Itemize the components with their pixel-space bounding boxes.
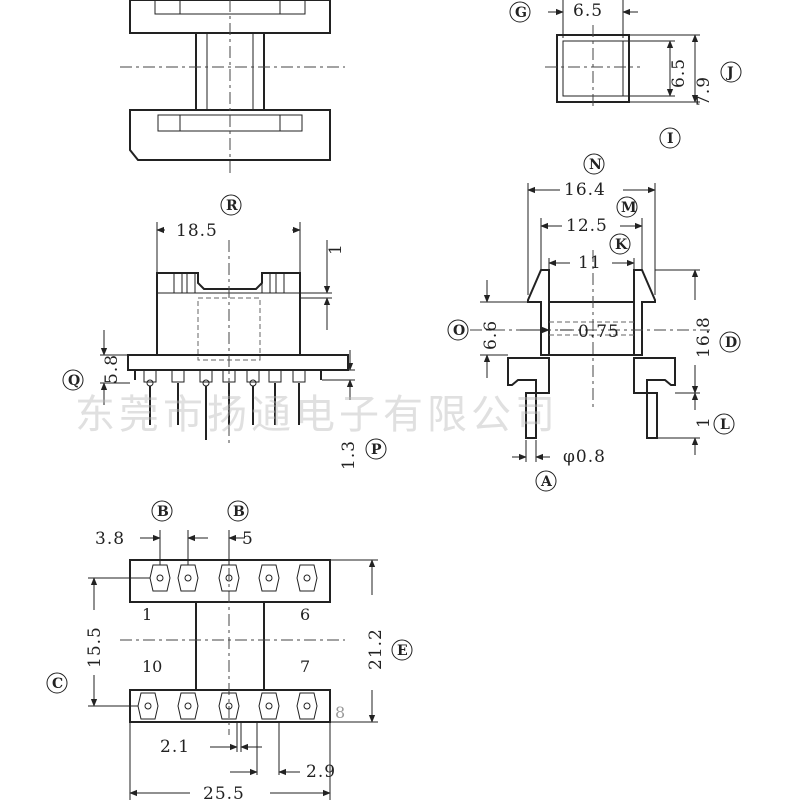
marker-i: I (659, 127, 681, 149)
svg-text:I: I (667, 131, 674, 147)
svg-text:E: E (397, 643, 408, 659)
svg-text:B: B (233, 504, 245, 520)
dim-j-outer: 7.9 (694, 76, 714, 106)
svg-text:L: L (720, 417, 730, 433)
svg-text:G: G (515, 5, 527, 21)
marker-b-right: B (227, 500, 249, 522)
svg-text:J: J (725, 65, 734, 81)
dim-d-height: 16.8 (694, 316, 714, 358)
bottom-view: 1 6 10 7 8 3.8 5 15.5 21.2 2.1 (85, 529, 386, 800)
svg-text:D: D (725, 335, 737, 351)
dim-pitch-21: 2.1 (160, 737, 190, 757)
dim-pin-075: 0.75 (578, 322, 620, 342)
dim-k-width: 11 (578, 253, 602, 273)
dim-a-dia: φ0.8 (563, 447, 606, 467)
side-view: 16.4 12.5 11 6.6 0.75 16.8 1 (470, 180, 714, 467)
marker-j: J (720, 61, 742, 83)
front-view: 18.5 1 5.8 1.3 (100, 221, 359, 470)
dim-b-pitch-a: 3.8 (95, 529, 125, 549)
top-view (120, 0, 345, 175)
marker-o: O (447, 319, 469, 341)
svg-text:P: P (371, 442, 382, 458)
marker-m: M (616, 196, 638, 218)
dim-g-width: 6.5 (573, 1, 603, 21)
dim-e-height: 21.2 (366, 628, 386, 670)
svg-text:B: B (157, 504, 169, 520)
dim-base-width: 25.5 (203, 784, 245, 800)
dim-r-width: 18.5 (176, 221, 218, 241)
company-watermark: 东莞市扬通电子有限公司 (75, 392, 559, 438)
dim-b-pitch-b: 5 (242, 529, 254, 549)
dim-m-width: 12.5 (566, 216, 608, 236)
dim-r-side: 1 (326, 243, 346, 255)
dim-p-height: 1.3 (339, 440, 359, 470)
marker-r: R (220, 194, 242, 216)
top-row-pads (149, 564, 318, 592)
marker-g: G (509, 1, 531, 23)
reference-markers: G J I N M K R O D Q P L A B B C E (46, 1, 742, 694)
marker-q: Q (62, 369, 84, 391)
marker-n: N (583, 153, 605, 175)
svg-text:M: M (621, 200, 637, 216)
svg-text:N: N (589, 157, 602, 173)
pin-label-6: 6 (300, 605, 310, 624)
marker-d: D (719, 331, 741, 353)
svg-text:O: O (453, 323, 465, 339)
pin-label-7: 7 (300, 657, 310, 676)
core-section-view: 6.5 6.5 7.9 (545, 0, 714, 110)
dim-pitch-29: 2.9 (306, 762, 336, 782)
dim-o-height: 6.6 (481, 320, 501, 350)
marker-l: L (713, 413, 735, 435)
marker-c: C (46, 672, 68, 694)
marker-k: K (609, 233, 631, 255)
dim-q-height: 5.8 (102, 354, 122, 384)
svg-text:K: K (615, 237, 628, 253)
pin-label-8: 8 (335, 703, 345, 722)
dim-j-inner: 6.5 (669, 58, 689, 88)
dim-n-width: 16.4 (564, 180, 606, 200)
pin-label-10: 10 (142, 657, 162, 676)
marker-a: A (535, 470, 557, 492)
bottom-row-pads (137, 692, 318, 720)
svg-text:Q: Q (68, 373, 80, 389)
dim-c-height: 15.5 (85, 626, 105, 668)
marker-p: P (365, 438, 387, 460)
marker-b-left: B (151, 500, 173, 522)
svg-text:C: C (52, 676, 63, 692)
dim-l-height: 1 (694, 416, 714, 428)
svg-text:A: A (540, 474, 553, 490)
marker-e: E (391, 639, 413, 661)
pin-label-1: 1 (142, 605, 152, 624)
svg-text:R: R (226, 198, 238, 214)
